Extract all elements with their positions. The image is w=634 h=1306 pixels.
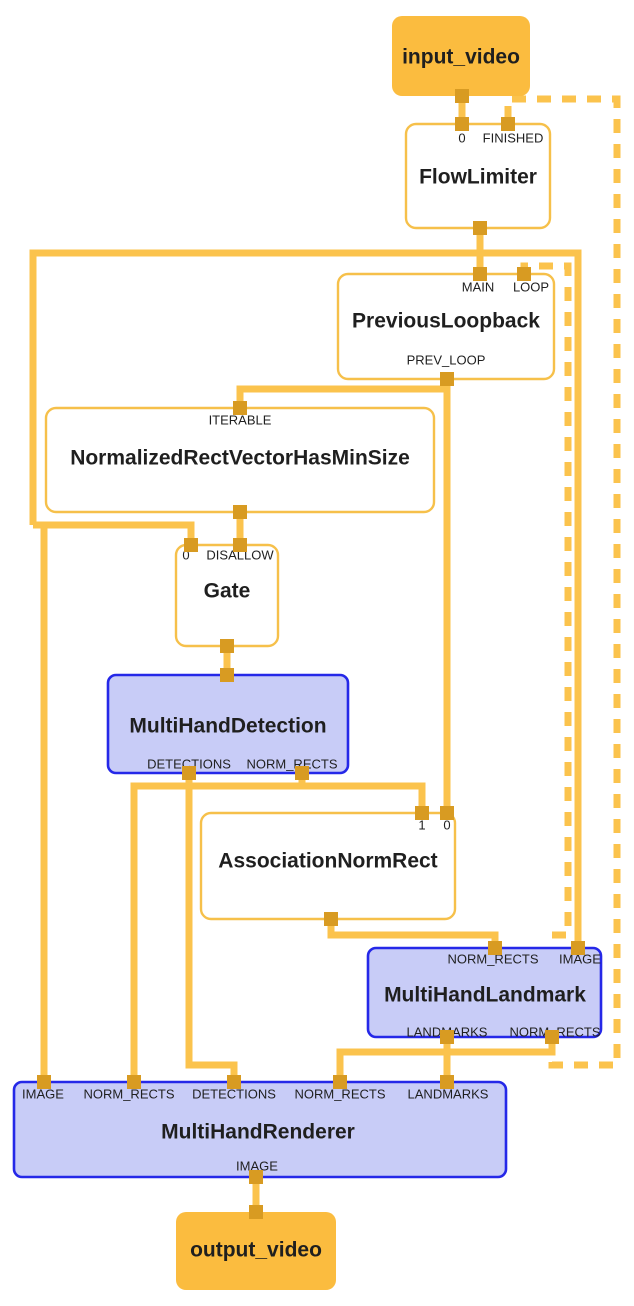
previousloopback-port-main-label: MAIN bbox=[462, 279, 495, 294]
port-multihandlandmark-in-image[interactable] bbox=[571, 941, 585, 955]
port-multihandrenderer-in-detections[interactable] bbox=[227, 1075, 241, 1089]
renderer-port-detections-label: DETECTIONS bbox=[192, 1086, 276, 1101]
port-input-video-out[interactable] bbox=[455, 89, 469, 103]
port-multihandrenderer-in-image[interactable] bbox=[37, 1075, 51, 1089]
port-multihandlandmark-out-landmarks[interactable] bbox=[440, 1030, 454, 1044]
edge-flowlimiter-to-renderer-image bbox=[33, 521, 48, 1082]
port-previousloopback-out-prevloop[interactable] bbox=[440, 372, 454, 386]
output-video-label: output_video bbox=[190, 1239, 322, 1262]
node-previousloopback[interactable]: PreviousLoopback MAIN LOOP PREV_LOOP bbox=[336, 272, 556, 381]
flowlimiter-port-finished-label: FINISHED bbox=[483, 130, 544, 145]
edge-dashed-landmark-to-flowlimiter-finished bbox=[504, 95, 621, 1069]
renderer-port-normrects1-label: NORM_RECTS bbox=[83, 1086, 174, 1101]
node-normalizedrectvectorhasminsize[interactable]: NormalizedRectVectorHasMinSize ITERABLE bbox=[44, 406, 436, 514]
node-multihanddetection[interactable]: MultiHandDetection DETECTIONS NORM_RECTS bbox=[106, 673, 350, 775]
node-multihandrenderer[interactable]: MultiHandRenderer IMAGE NORM_RECTS DETEC… bbox=[12, 1080, 508, 1179]
port-minsize-out[interactable] bbox=[233, 505, 247, 519]
minsize-port-iterable-label: ITERABLE bbox=[209, 412, 272, 427]
assoc-port-1-label: 1 bbox=[418, 817, 425, 832]
port-assoc-in-1[interactable] bbox=[415, 806, 429, 820]
port-multihandrenderer-in-normrects-2[interactable] bbox=[333, 1075, 347, 1089]
previousloopback-port-prevloop-label: PREV_LOOP bbox=[407, 352, 486, 367]
port-multihandrenderer-in-normrects-1[interactable] bbox=[127, 1075, 141, 1089]
port-multihandlandmark-in-normrects[interactable] bbox=[488, 941, 502, 955]
port-multihanddetection-out-detections[interactable] bbox=[182, 766, 196, 780]
previousloopback-label: PreviousLoopback bbox=[352, 310, 540, 333]
node-associationnormrect[interactable]: AssociationNormRect 1 0 bbox=[199, 811, 457, 921]
edge-assoc-to-landmark-normrects bbox=[327, 919, 499, 948]
node-input-video[interactable]: input_video bbox=[392, 16, 530, 96]
port-multihanddetection-out-normrects[interactable] bbox=[295, 766, 309, 780]
flowlimiter-label: FlowLimiter bbox=[419, 166, 537, 189]
port-assoc-out[interactable] bbox=[324, 912, 338, 926]
port-assoc-in-0[interactable] bbox=[440, 806, 454, 820]
edge-detection-detections-to-renderer bbox=[185, 773, 238, 1082]
output-video-box[interactable] bbox=[176, 1212, 336, 1290]
assoc-port-0-label: 0 bbox=[443, 817, 450, 832]
port-flowlimiter-out[interactable] bbox=[473, 221, 487, 235]
port-multihandlandmark-out-normrects[interactable] bbox=[545, 1030, 559, 1044]
gate-label: Gate bbox=[204, 580, 251, 603]
detection-port-detections-label: DETECTIONS bbox=[147, 756, 231, 771]
renderer-port-out-image-label: IMAGE bbox=[236, 1158, 278, 1173]
gate-port-0-label: 0 bbox=[182, 547, 189, 562]
multihandrenderer-label: MultiHandRenderer bbox=[161, 1121, 355, 1144]
detection-port-normrects-label: NORM_RECTS bbox=[246, 756, 337, 771]
port-output-video-in[interactable] bbox=[249, 1205, 263, 1219]
port-gate-in-disallow[interactable] bbox=[233, 538, 247, 552]
edge-prevloop-to-minsize-iterable bbox=[236, 379, 451, 408]
landmark-port-in-normrects-label: NORM_RECTS bbox=[447, 951, 538, 966]
port-multihandrenderer-in-landmarks[interactable] bbox=[440, 1075, 454, 1089]
flowlimiter-port-0-label: 0 bbox=[458, 130, 465, 145]
edge-detection-normrects-to-assoc-1 bbox=[302, 782, 426, 813]
node-gate[interactable]: Gate 0 DISALLOW bbox=[174, 543, 280, 648]
node-output-video[interactable]: output_video bbox=[176, 1212, 336, 1290]
port-gate-out[interactable] bbox=[220, 639, 234, 653]
landmark-port-in-image-label: IMAGE bbox=[559, 951, 601, 966]
renderer-port-image-label: IMAGE bbox=[22, 1086, 64, 1101]
input-video-box[interactable] bbox=[392, 16, 530, 96]
port-multihandrenderer-out-image[interactable] bbox=[249, 1170, 263, 1184]
renderer-port-landmarks-label: LANDMARKS bbox=[408, 1086, 489, 1101]
multihandlandmark-label: MultiHandLandmark bbox=[384, 984, 586, 1007]
edge-layer bbox=[29, 95, 621, 1207]
port-flowlimiter-in-0[interactable] bbox=[455, 117, 469, 131]
node-flowlimiter[interactable]: FlowLimiter 0 FINISHED bbox=[404, 122, 552, 230]
port-minsize-in-iterable[interactable] bbox=[233, 401, 247, 415]
previousloopback-port-loop-label: LOOP bbox=[513, 279, 549, 294]
input-video-label: input_video bbox=[402, 46, 520, 69]
port-previousloopback-in-loop[interactable] bbox=[517, 267, 531, 281]
renderer-port-normrects2-label: NORM_RECTS bbox=[294, 1086, 385, 1101]
edge-flowlimiter-to-gate-0 bbox=[33, 521, 195, 545]
port-multihanddetection-in[interactable] bbox=[220, 668, 234, 682]
associationnormrect-label: AssociationNormRect bbox=[218, 850, 437, 873]
node-multihandlandmark[interactable]: MultiHandLandmark NORM_RECTS IMAGE LANDM… bbox=[366, 946, 603, 1039]
multihandlandmark-box[interactable] bbox=[366, 946, 603, 1039]
port-previousloopback-in-main[interactable] bbox=[473, 267, 487, 281]
multihanddetection-label: MultiHandDetection bbox=[129, 715, 326, 738]
normalizedrectvectorhasminsize-label: NormalizedRectVectorHasMinSize bbox=[70, 447, 410, 470]
gate-port-disallow-label: DISALLOW bbox=[206, 547, 274, 562]
edge-flowlimiter-to-landmark-image bbox=[480, 249, 582, 948]
edge-flowlimiter-trunk-left bbox=[29, 240, 484, 525]
port-flowlimiter-in-finished[interactable] bbox=[501, 117, 515, 131]
port-gate-in-0[interactable] bbox=[184, 538, 198, 552]
